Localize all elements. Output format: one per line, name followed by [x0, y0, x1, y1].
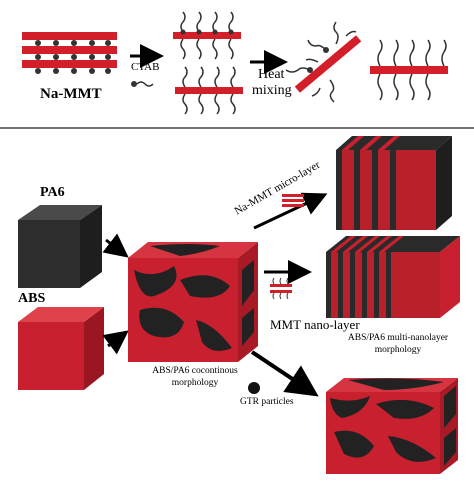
gtr-particle — [248, 382, 260, 394]
micro-layer-icon — [282, 194, 304, 207]
arrow-micro-layer — [253, 192, 328, 230]
micro-layer-cube — [336, 136, 452, 230]
abs-label: ABS — [18, 291, 46, 306]
mixing-label: mixing — [252, 83, 292, 98]
multi-nanolayer-label-line2: morphology — [374, 345, 422, 355]
nano-layer-label: MMT nano-layer — [270, 317, 360, 332]
cocontinuous-label-line1: ABS/PA6 cocontinous — [152, 366, 238, 376]
arrow-pa6-blend — [102, 233, 129, 258]
gtr-label: GTR particles — [240, 397, 294, 407]
arrow-gtr — [250, 350, 319, 397]
ctab-label: CTAB — [131, 61, 160, 73]
abs-cube — [18, 307, 104, 390]
intercalated-layer-bottom — [175, 66, 243, 115]
pa6-label: PA6 — [40, 185, 65, 200]
multi-nanolayer-cube — [326, 236, 460, 318]
exfoliated-layers — [285, 21, 448, 103]
multi-nanolayer-label-line1: ABS/PA6 multi-nanolayer — [347, 333, 449, 343]
cocontinuous-cube — [128, 242, 258, 362]
arrow-abs-blend — [102, 330, 129, 355]
na-mmt-stack — [22, 32, 117, 74]
ctab-molecule — [131, 81, 154, 87]
heat-label: Heat — [258, 67, 285, 82]
na-mmt-label: Na-MMT — [40, 86, 102, 102]
pa6-cube — [18, 205, 102, 288]
nano-layer-icon — [270, 277, 292, 300]
cocontinuous-label-line2: morphology — [171, 378, 219, 388]
gtr-blend-cube — [326, 378, 458, 474]
intercalated-layer-top — [173, 11, 241, 60]
